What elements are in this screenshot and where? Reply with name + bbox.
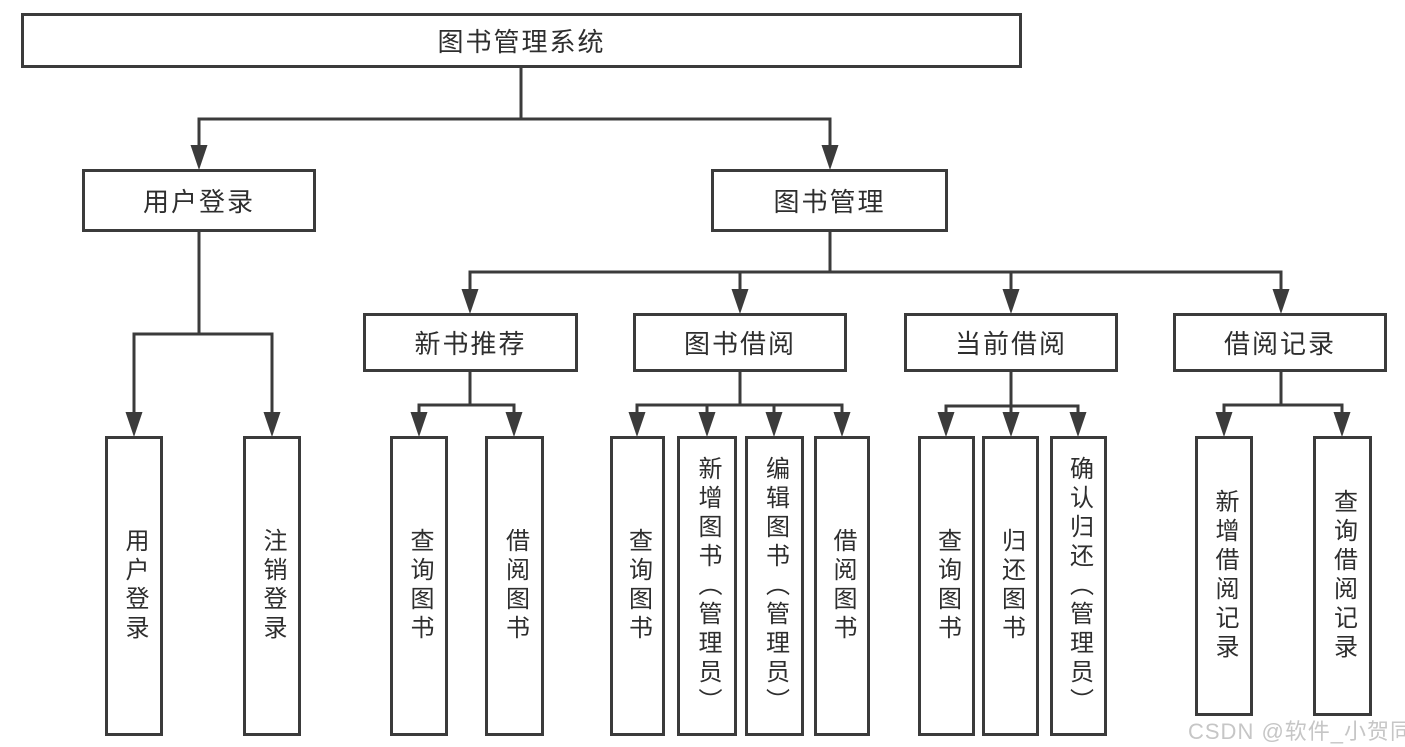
leaf-borrow-books-2-label: 借阅图书	[829, 528, 856, 644]
node-user-login-branch-label: 用户登录	[142, 187, 255, 217]
leaf-user-login: 用户登录	[105, 436, 163, 736]
node-book-borrowing: 图书借阅	[633, 313, 847, 372]
node-user-login-branch: 用户登录	[82, 169, 316, 232]
node-book-borrowing-label: 图书借阅	[683, 329, 796, 359]
node-borrow-records: 借阅记录	[1173, 313, 1387, 372]
node-root-label: 图书管理系统	[437, 27, 606, 57]
leaf-borrow-books-1: 借阅图书	[485, 436, 544, 736]
leaf-add-book-admin-label: 新增图书（管理员）	[694, 455, 721, 717]
leaf-search-books-3: 查询图书	[918, 436, 975, 736]
leaf-confirm-return-admin-label: 确认归还（管理员）	[1065, 455, 1093, 717]
leaf-logout: 注销登录	[243, 436, 301, 736]
leaf-edit-book-admin-label: 编辑图书（管理员）	[761, 455, 789, 717]
node-current-borrowing-label: 当前借阅	[954, 329, 1067, 359]
node-new-book-recommend: 新书推荐	[363, 313, 578, 372]
node-book-management-label: 图书管理	[773, 187, 886, 217]
leaf-return-book-label: 归还图书	[997, 528, 1025, 644]
leaf-search-books-2: 查询图书	[610, 436, 665, 736]
leaf-logout-label: 注销登录	[259, 528, 286, 644]
leaf-add-borrow-record-label: 新增借阅记录	[1211, 489, 1238, 663]
leaf-return-book: 归还图书	[982, 436, 1039, 736]
leaf-add-borrow-record: 新增借阅记录	[1195, 436, 1253, 716]
leaf-search-books-1-label: 查询图书	[406, 528, 433, 644]
node-borrow-records-label: 借阅记录	[1223, 329, 1336, 359]
node-new-book-recommend-label: 新书推荐	[414, 329, 527, 359]
csdn-watermark: CSDN @软件_小贺同学	[1188, 719, 1405, 744]
node-book-management: 图书管理	[711, 169, 948, 232]
leaf-search-borrow-record-label: 查询借阅记录	[1329, 489, 1357, 663]
leaf-confirm-return-admin: 确认归还（管理员）	[1050, 436, 1107, 736]
leaf-search-books-1: 查询图书	[390, 436, 448, 736]
leaf-borrow-books-1-label: 借阅图书	[501, 528, 529, 644]
node-root: 图书管理系统	[21, 13, 1022, 68]
leaf-search-books-3-label: 查询图书	[933, 528, 961, 644]
leaf-search-borrow-record: 查询借阅记录	[1313, 436, 1372, 716]
leaf-edit-book-admin: 编辑图书（管理员）	[745, 436, 804, 736]
node-current-borrowing: 当前借阅	[904, 313, 1118, 372]
leaf-borrow-books-2: 借阅图书	[814, 436, 870, 736]
leaf-user-login-label: 用户登录	[121, 528, 148, 644]
leaf-add-book-admin: 新增图书（管理员）	[677, 436, 737, 736]
leaf-search-books-2-label: 查询图书	[624, 528, 652, 644]
